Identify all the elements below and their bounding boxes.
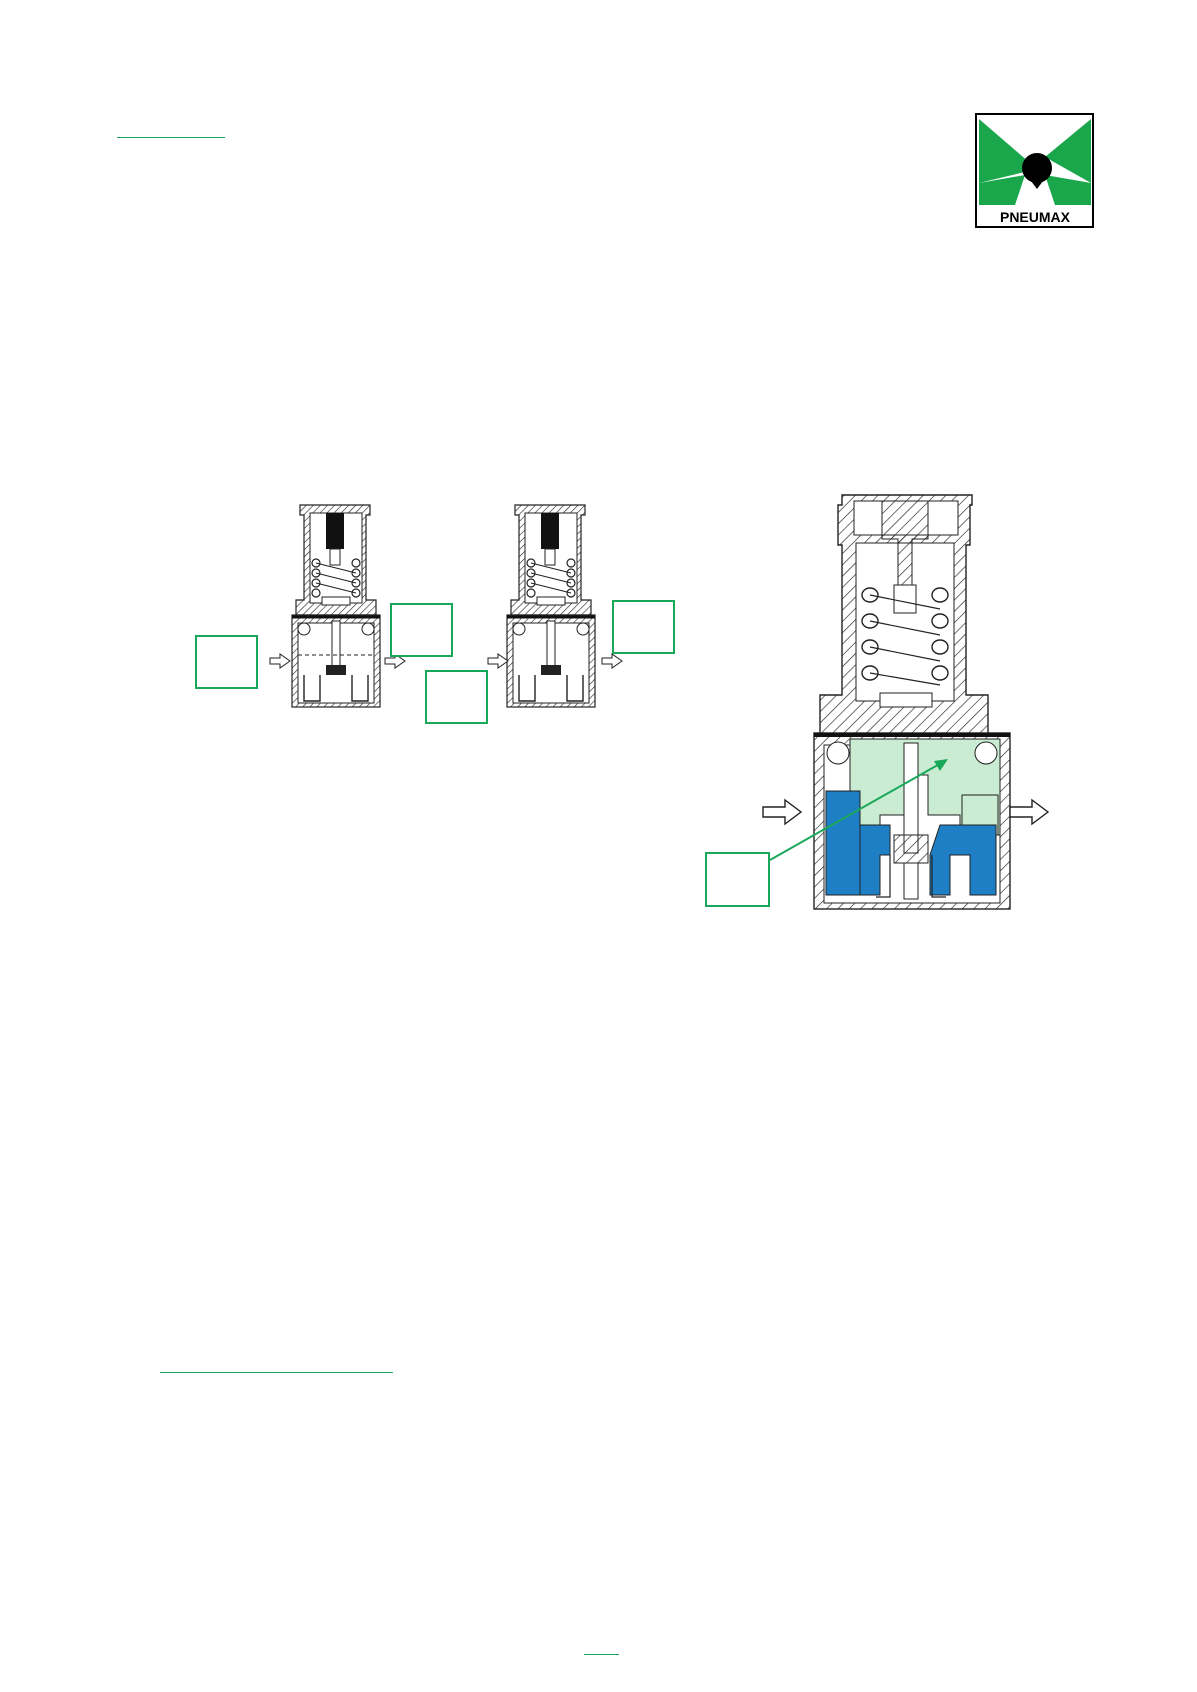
outlet-arrow: [1009, 798, 1050, 826]
inlet-arrow: [269, 653, 291, 669]
section-rule: [160, 1372, 393, 1373]
inlet-arrow: [762, 798, 803, 826]
outlet-arrow: [384, 653, 406, 669]
callout-box: [195, 635, 258, 689]
regulator-large-colored: [813, 494, 1011, 910]
pneumax-logo: PNEUMAX: [975, 113, 1094, 228]
callout-box: [612, 600, 675, 654]
regulator-small-right: [506, 504, 596, 708]
callout-box: [425, 670, 488, 724]
header-rule: [117, 137, 225, 138]
logo-text: PNEUMAX: [1000, 209, 1071, 225]
callout-box: [705, 852, 770, 907]
callout-box: [390, 603, 453, 657]
footer-rule: [584, 1654, 619, 1655]
outlet-arrow: [601, 653, 623, 669]
inlet-arrow: [487, 653, 509, 669]
regulator-small-left: [291, 504, 381, 708]
callout-arrow: [769, 759, 948, 861]
